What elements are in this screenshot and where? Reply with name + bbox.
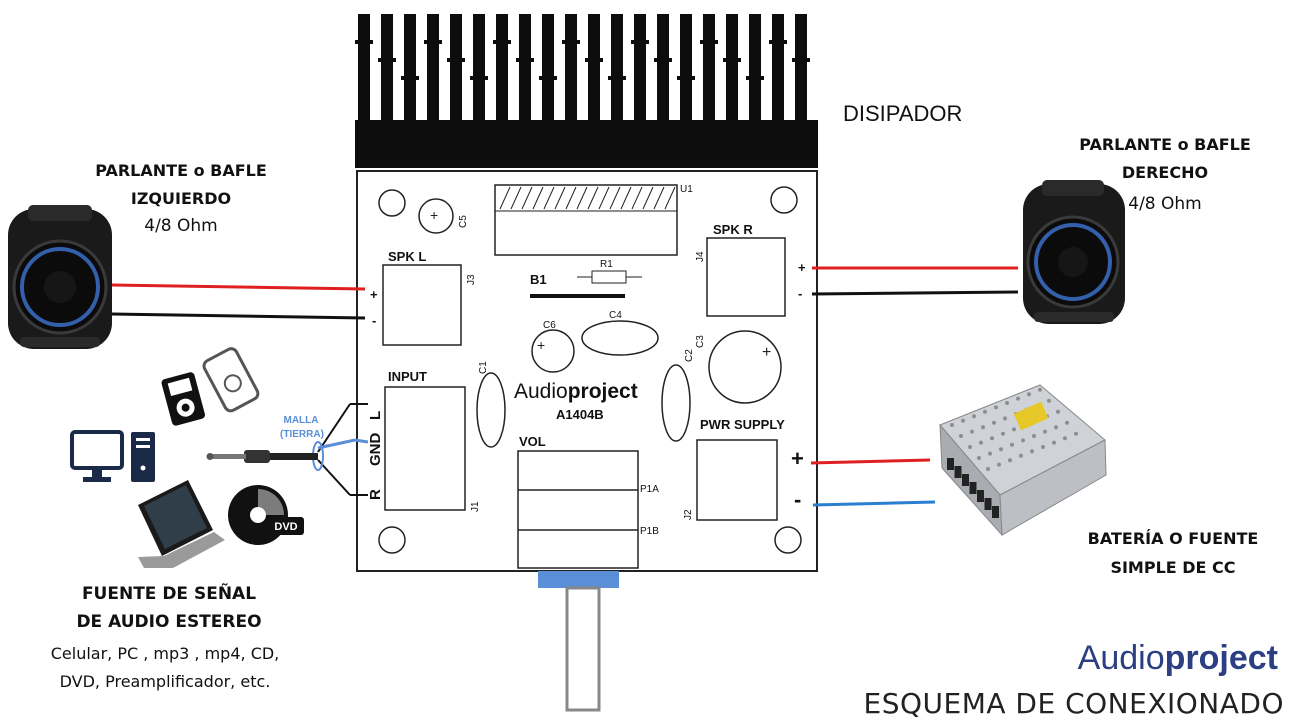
footer-brand-bold: project [1164, 639, 1278, 677]
svg-text:PWR SUPPLY: PWR SUPPLY [700, 417, 785, 432]
svg-text:J3: J3 [466, 274, 477, 285]
mount-hole-bl [378, 526, 406, 554]
footer-brand: Audioproject [1026, 638, 1278, 678]
monitor-icon [70, 430, 155, 482]
svg-text:+: + [537, 337, 545, 353]
mount-hole-tl [378, 189, 406, 217]
source-title-2: DE AUDIO ESTEREO [76, 612, 262, 632]
board-brand: Audioproject [514, 380, 638, 403]
svg-text:C4: C4 [609, 310, 622, 321]
power-supply-icon [939, 384, 1107, 537]
footer-caption: ESQUEMA DE CONEXIONADO [863, 687, 1284, 720]
connector-spk-r: SPK R J4 + - [695, 222, 806, 317]
svg-text:C3: C3 [695, 335, 706, 348]
svg-text:VOL: VOL [519, 434, 546, 449]
board-model: A1404B [556, 407, 604, 422]
power-supply-title-1: BATERÍA O FUENTE [1087, 529, 1259, 548]
dvd-icon: DVD [228, 485, 304, 545]
capacitor-c2: C2 [661, 349, 695, 442]
source-title-1: FUENTE DE SEÑAL [81, 584, 257, 604]
source-description: Celular, PC , mp3 , mp4, CD, DVD, Preamp… [0, 640, 330, 696]
connector-input: INPUT J1 L GND R [367, 369, 481, 512]
svg-text:R1: R1 [600, 259, 613, 270]
svg-text:INPUT: INPUT [388, 369, 427, 384]
svg-text:-: - [798, 286, 802, 301]
speaker-left-wires [111, 283, 366, 320]
svg-text:P1B: P1B [640, 526, 659, 537]
mp3-player-icon [161, 372, 205, 426]
svg-text:+: + [791, 446, 804, 471]
speaker-left-icon [8, 205, 112, 349]
source-description-2: DVD, Preamplificador, etc. [59, 672, 271, 691]
speaker-left-impedance: 4/8 Ohm [144, 216, 218, 236]
shield-label-2: (TIERRA) [280, 429, 324, 440]
smartphone-icon [202, 347, 260, 413]
svg-text:P1A: P1A [640, 484, 659, 495]
speaker-right-impedance: 4/8 Ohm [1128, 194, 1202, 214]
capacitor-c6: + C6 [531, 320, 575, 373]
speaker-left-title: PARLANTE o BAFLE IZQUIERDO [70, 157, 292, 213]
resistor-r1: R1 [577, 259, 642, 284]
connector-power: PWR SUPPLY J2 + - [683, 417, 804, 521]
svg-text:-: - [794, 487, 801, 512]
capacitor-c3: + C3 [695, 330, 782, 404]
svg-text:L: L [367, 411, 384, 420]
connector-spk-l: SPK L J3 + - [370, 249, 477, 346]
source-title: FUENTE DE SEÑAL DE AUDIO ESTEREO [38, 580, 300, 636]
dvd-text: DVD [274, 521, 297, 533]
heatsink [355, 14, 818, 168]
source-description-1: Celular, PC , mp3 , mp4, CD, [50, 644, 280, 663]
svg-text:SPK L: SPK L [388, 249, 426, 264]
power-supply-title: BATERÍA O FUENTE SIMPLE DE CC [1062, 524, 1284, 582]
amplifier-board: U1 + C5 SPK L J3 + - R1 B1 [356, 170, 818, 572]
speaker-left-title-1: PARLANTE o BAFLE [95, 161, 267, 180]
chip-u1: U1 [494, 184, 693, 256]
shield-label: MALLA [284, 415, 319, 426]
bridge-b1: B1 [530, 272, 625, 298]
svg-text:R: R [367, 489, 384, 500]
laptop-icon [138, 480, 225, 568]
svg-text:C5: C5 [458, 215, 469, 228]
svg-text:J4: J4 [695, 251, 706, 262]
power-wires [810, 458, 936, 507]
speaker-right-title-2: DERECHO [1121, 163, 1209, 182]
capacitor-c5: + C5 [418, 198, 469, 234]
speaker-right-title-1: PARLANTE o BAFLE [1079, 135, 1251, 154]
svg-text:GND: GND [367, 433, 384, 467]
capacitor-c1: C1 [476, 361, 506, 448]
svg-text:C2: C2 [684, 349, 695, 362]
mount-hole-tr [770, 186, 798, 214]
svg-text:B1: B1 [530, 272, 547, 287]
speaker-left-title-2: IZQUIERDO [130, 189, 232, 208]
svg-text:+: + [430, 207, 438, 223]
svg-text:-: - [372, 313, 376, 328]
svg-text:C6: C6 [543, 320, 556, 331]
svg-text:+: + [798, 260, 806, 275]
svg-text:C1: C1 [478, 361, 489, 374]
svg-text:U1: U1 [680, 184, 693, 195]
potentiometer-shaft [538, 571, 619, 712]
capacitor-c4: C4 [581, 310, 659, 356]
svg-text:+: + [762, 344, 771, 361]
speaker-right-icon [1023, 180, 1125, 324]
speaker-right-title: PARLANTE o BAFLE DERECHO [1050, 131, 1280, 187]
mount-hole-br [774, 526, 802, 554]
svg-text:J1: J1 [470, 501, 481, 512]
audio-input-cable [206, 403, 369, 496]
speaker-right-wires [811, 266, 1019, 296]
svg-text:SPK R: SPK R [713, 222, 753, 237]
power-supply-title-2: SIMPLE DE CC [1110, 558, 1236, 577]
volume-potentiometer: VOL P1A P1B [517, 434, 659, 569]
svg-text:J2: J2 [683, 509, 694, 520]
svg-text:+: + [370, 287, 378, 302]
heatsink-label: DISIPADOR [843, 101, 962, 126]
footer-brand-light: Audio [1077, 639, 1165, 677]
